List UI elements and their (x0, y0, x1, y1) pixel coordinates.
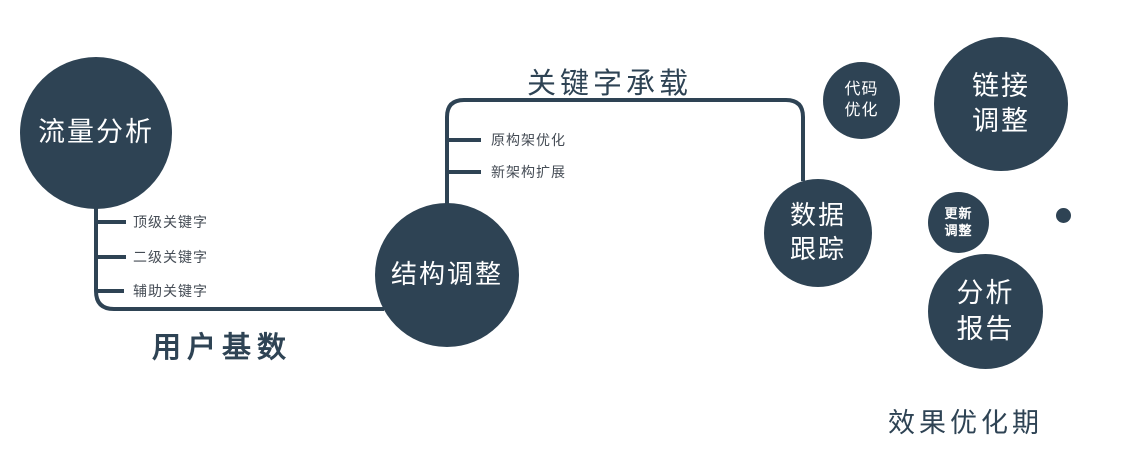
node-structure-adjustment: 结构调整 (375, 203, 519, 347)
node-link-adjustment: 链接 调整 (934, 37, 1068, 171)
node-label: 报告 (956, 313, 1015, 344)
node-label: 代码 (844, 80, 879, 98)
node-label: 流量分析 (38, 117, 154, 148)
node-label: 链接 (972, 70, 1030, 101)
dot-marker (1056, 208, 1071, 223)
node-code-optimization: 代码 优化 (823, 62, 900, 139)
node-analysis-report: 分析 报告 (928, 254, 1043, 369)
branch-label-secondary-keywords: 二级关键字 (133, 249, 208, 265)
node-label: 优化 (844, 101, 879, 119)
node-label: 调整 (944, 222, 973, 238)
node-label: 更新 (944, 205, 973, 221)
branch-label-new-architecture: 新架构扩展 (491, 164, 566, 180)
node-label: 分析 (956, 278, 1015, 309)
edge-label-user-base: 用户基数 (152, 332, 293, 364)
node-label: 结构调整 (390, 259, 503, 290)
node-update-adjustment: 更新 调整 (928, 192, 989, 253)
branch-label-original-architecture: 原构架优化 (491, 132, 566, 148)
edge-structure-to-data (445, 98, 805, 207)
edge-label-keyword-carrying: 关键字承载 (527, 68, 693, 100)
node-label: 调整 (972, 106, 1030, 136)
branch-label-top-keywords: 顶级关键字 (133, 214, 208, 230)
branch-label-auxiliary-keywords: 辅助关键字 (133, 283, 208, 299)
node-label: 数据 (789, 200, 846, 231)
footer-label-effect-optimization: 效果优化期 (888, 408, 1043, 438)
node-data-tracking: 数据 跟踪 (764, 179, 872, 287)
node-label: 跟踪 (789, 234, 846, 264)
node-traffic-analysis: 流量分析 (20, 57, 172, 209)
